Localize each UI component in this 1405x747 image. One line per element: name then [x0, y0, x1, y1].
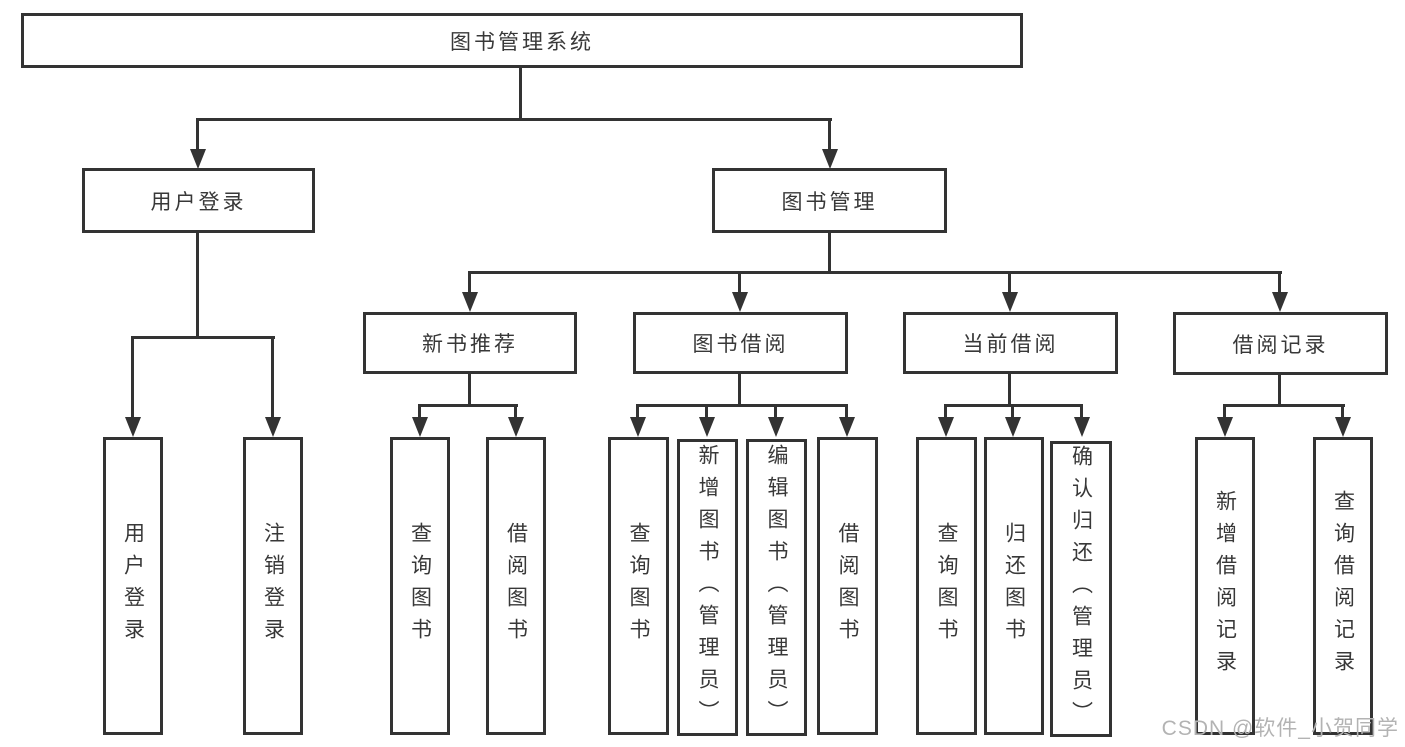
arrow-down-icon: [412, 417, 428, 437]
arrow-down-icon: [1335, 417, 1351, 437]
leaf-nbr-query-book: 查询图书: [390, 437, 450, 735]
connector-line: [196, 233, 199, 339]
connector-line: [944, 404, 947, 418]
node-book-management: 图书管理: [712, 168, 947, 233]
connector-line: [196, 118, 199, 150]
leaf-nbr-borrow-book-label: 借阅图书: [504, 522, 528, 650]
connector-line: [468, 271, 471, 293]
connector-line: [519, 68, 522, 121]
leaf-br-query-record: 查询借阅记录: [1313, 437, 1373, 735]
arrow-down-icon: [1272, 292, 1288, 312]
arrow-down-icon: [125, 417, 141, 437]
connector-line: [196, 118, 832, 121]
arrow-down-icon: [1217, 417, 1233, 437]
arrow-down-icon: [630, 417, 646, 437]
leaf-br-add-record: 新增借阅记录: [1195, 437, 1255, 735]
leaf-cb-confirm-return: 确认归还（管理员）: [1050, 441, 1112, 737]
node-root: 图书管理系统: [21, 13, 1023, 68]
node-current-borrow: 当前借阅: [903, 312, 1118, 374]
arrow-down-icon: [768, 417, 784, 437]
leaf-bb-borrow-book-label: 借阅图书: [836, 522, 859, 650]
leaf-nbr-query-book-label: 查询图书: [408, 522, 432, 650]
csdn-watermark: CSDN @软件_小贺同学: [1161, 717, 1399, 740]
node-borrow-record: 借阅记录: [1173, 312, 1388, 375]
connector-line: [1223, 404, 1345, 407]
arrow-down-icon: [839, 417, 855, 437]
node-borrow-record-label: 借阅记录: [1232, 333, 1329, 357]
arrow-down-icon: [508, 417, 524, 437]
connector-line: [271, 336, 274, 418]
arrow-down-icon: [1005, 417, 1021, 437]
node-user-login: 用户登录: [82, 168, 315, 233]
connector-line: [828, 233, 831, 274]
connector-line: [1341, 404, 1344, 418]
connector-line: [1223, 404, 1226, 418]
connector-line: [131, 336, 275, 339]
connector-line: [738, 271, 741, 293]
connector-line: [1080, 404, 1083, 418]
arrow-down-icon: [1002, 292, 1018, 312]
connector-line: [636, 404, 639, 418]
leaf-cb-confirm-return-label: 确认归还（管理员）: [1069, 445, 1093, 733]
arrow-down-icon: [190, 149, 206, 169]
arrow-down-icon: [699, 417, 715, 437]
connector-line: [468, 271, 1282, 274]
leaf-bb-query-book: 查询图书: [608, 437, 669, 735]
node-book-borrow: 图书借阅: [633, 312, 848, 374]
node-new-book-recommend: 新书推荐: [363, 312, 577, 374]
arrow-down-icon: [938, 417, 954, 437]
connector-line: [636, 404, 848, 407]
connector-line: [131, 336, 134, 418]
leaf-logout-label: 注销登录: [261, 522, 285, 650]
leaf-br-query-record-label: 查询借阅记录: [1331, 490, 1355, 682]
arrow-down-icon: [732, 292, 748, 312]
arrow-down-icon: [462, 292, 478, 312]
leaf-cb-return-book-label: 归还图书: [1002, 522, 1026, 650]
node-new-book-recommend-label: 新书推荐: [422, 333, 518, 356]
arrow-down-icon: [1074, 417, 1090, 437]
connector-line: [738, 374, 741, 407]
connector-line: [418, 404, 518, 407]
node-root-label: 图书管理系统: [450, 30, 594, 54]
leaf-nbr-borrow-book: 借阅图书: [486, 437, 546, 735]
node-book-management-label: 图书管理: [781, 190, 878, 214]
leaf-bb-add-book-label: 新增图书（管理员）: [696, 443, 719, 732]
leaf-user-login: 用户登录: [103, 437, 163, 735]
leaf-cb-query-book: 查询图书: [916, 437, 977, 735]
leaf-bb-borrow-book: 借阅图书: [817, 437, 878, 735]
connector-line: [468, 374, 471, 407]
connector-line: [1278, 374, 1281, 407]
leaf-bb-query-book-label: 查询图书: [627, 522, 650, 650]
leaf-br-add-record-label: 新增借阅记录: [1213, 490, 1237, 682]
leaf-cb-return-book: 归还图书: [984, 437, 1044, 735]
node-current-borrow-label: 当前借阅: [962, 333, 1059, 356]
connector-line: [1008, 271, 1011, 293]
leaf-logout: 注销登录: [243, 437, 303, 735]
leaf-user-login-label: 用户登录: [121, 522, 145, 650]
connector-line: [1278, 271, 1281, 293]
leaf-bb-edit-book: 编辑图书（管理员）: [746, 439, 807, 736]
connector-line: [418, 404, 421, 418]
leaf-cb-query-book-label: 查询图书: [935, 522, 958, 650]
connector-line: [514, 404, 517, 418]
connector-line: [705, 404, 708, 418]
leaf-bb-edit-book-label: 编辑图书（管理员）: [765, 443, 788, 732]
connector-line: [774, 404, 777, 418]
arrow-down-icon: [822, 149, 838, 169]
connector-line: [1008, 374, 1011, 407]
leaf-bb-add-book: 新增图书（管理员）: [677, 439, 738, 736]
connector-line: [845, 404, 848, 418]
arrow-down-icon: [265, 417, 281, 437]
node-user-login-label: 用户登录: [150, 190, 247, 214]
connector-line: [1011, 404, 1014, 418]
connector-line: [828, 118, 831, 150]
node-book-borrow-label: 图书借阅: [692, 333, 789, 356]
